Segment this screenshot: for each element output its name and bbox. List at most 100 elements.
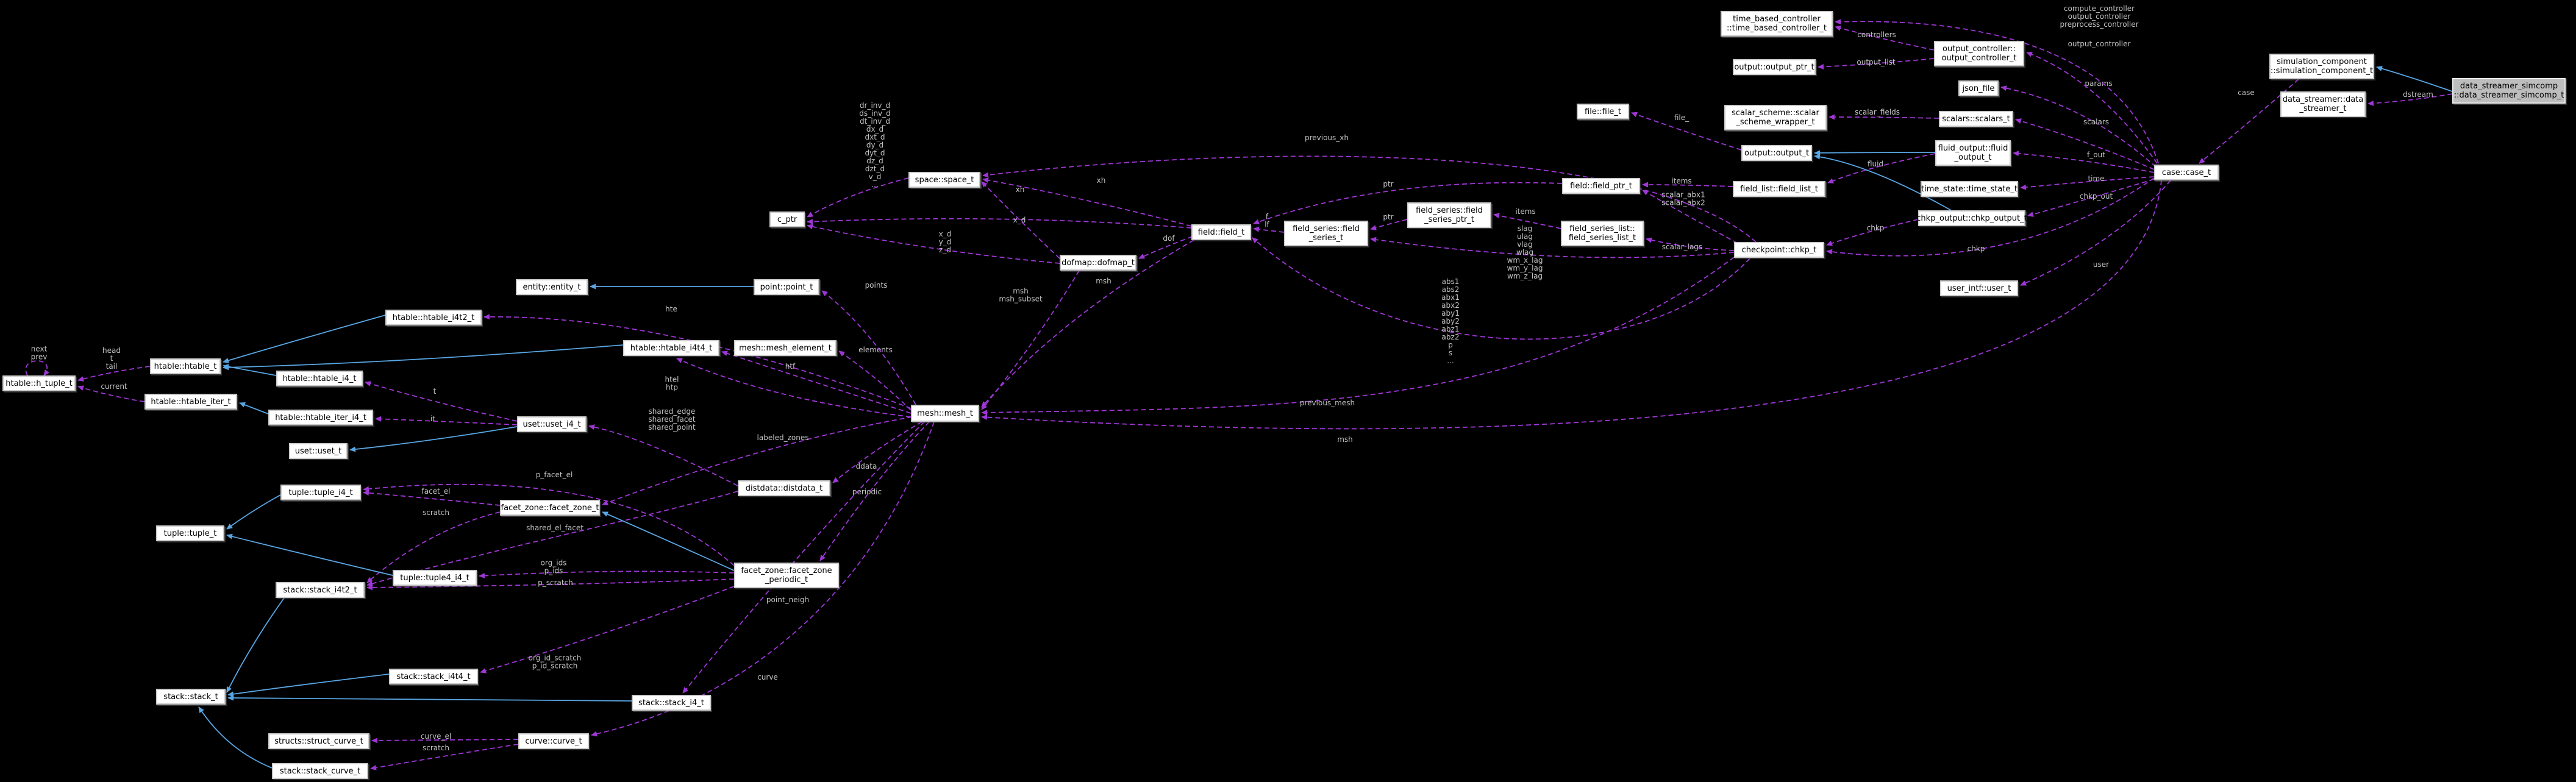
class-node-user[interactable]: user_intf::user_t — [1940, 280, 2018, 296]
class-node-fz_periodic[interactable]: facet_zone::facet_zone_periodic_t — [734, 563, 839, 588]
class-node-tbc[interactable]: time_based_controller::time_based_contro… — [1721, 11, 1833, 37]
class-node-fluidout[interactable]: fluid_output::fluid_output_t — [1935, 140, 2011, 166]
edge-label-case-chkpout: chkp_out — [2080, 192, 2113, 201]
class-node-label: stack::stack_curve_t — [279, 766, 361, 776]
class-node-tstate[interactable]: time_state::time_state_t — [1921, 181, 2018, 197]
class-node-label: _streamer_t — [2299, 104, 2347, 113]
edge-label-mesh-mesh_el: elements — [858, 346, 893, 354]
class-node-point[interactable]: point::point_t — [754, 279, 819, 295]
edge-label-case-outctrl: output_controller — [2068, 40, 2131, 48]
class-node-json[interactable]: json_file — [1958, 80, 1999, 96]
class-node-file[interactable]: file::file_t — [1577, 104, 1629, 119]
class-node-fslist[interactable]: field_series_list::field_series_list_t — [1561, 221, 1644, 246]
edge-space-to-c_ptr — [807, 177, 909, 218]
edge-case-to-scalars — [2015, 118, 2155, 170]
edge-label-case-mesh: msh — [1337, 435, 1353, 444]
class-node-label: _periodic_t — [765, 575, 808, 585]
edge-chkpout-to-output_t — [1814, 154, 1952, 211]
class-node-label: json_file — [1962, 84, 1995, 93]
class-node-fsptr[interactable]: field_series::field_series_ptr_t — [1407, 202, 1491, 228]
class-node-space[interactable]: space::space_t — [908, 172, 980, 188]
edge-label-dofmap-space: xh — [1016, 185, 1025, 194]
class-node-stack_t[interactable]: stack::stack_t — [156, 689, 226, 705]
edge-case-to-outctrl — [2026, 51, 2158, 164]
edge-fseries-to-field — [1253, 226, 1285, 233]
class-node-fseries[interactable]: field_series::field_series_t — [1284, 221, 1368, 246]
class-node-curve_t[interactable]: curve::curve_t — [518, 733, 589, 749]
edge-label-fz-stack_i4t2: scratch — [423, 508, 449, 517]
class-node-stack_i4[interactable]: stack::stack_i4_t — [632, 695, 711, 711]
class-node-fptr[interactable]: field::field_ptr_t — [1562, 178, 1640, 194]
class-node-label: field::field_ptr_t — [1570, 181, 1632, 191]
class-node-label: facet_zone::facet_zone — [741, 566, 832, 575]
class-node-tuple_i4[interactable]: tuple::tuple_i4_t — [280, 485, 361, 500]
class-node-field[interactable]: field::field_t — [1191, 224, 1251, 240]
class-node-simcomp[interactable]: simulation_component::simulation_compone… — [2269, 54, 2374, 79]
class-node-c_ptr[interactable]: c_ptr — [769, 211, 805, 227]
class-node-uset_t[interactable]: uset::uset_t — [289, 443, 348, 459]
class-node-outptr[interactable]: output::output_ptr_t — [1733, 59, 1816, 75]
class-node-dssimcomp[interactable]: data_streamer_simcomp::data_streamer_sim… — [2452, 78, 2566, 104]
class-node-h_tuple[interactable]: htable::h_tuple_t — [2, 375, 76, 391]
class-node-label: field::field_t — [1197, 227, 1245, 237]
class-node-uset_i4[interactable]: uset::uset_i4_t — [517, 416, 587, 432]
class-node-mesh_el[interactable]: mesh::mesh_element_t — [734, 340, 837, 356]
class-node-tuple_t[interactable]: tuple::tuple_t — [156, 525, 224, 541]
class-node-i4t2[interactable]: htable::htable_i4t2_t — [385, 310, 482, 325]
class-node-chkpout[interactable]: chkp_output::chkp_output_t — [1916, 210, 2027, 226]
edge-mesh-to-distdata — [832, 421, 922, 483]
class-node-label: facet_zone::facet_zone_t — [501, 503, 599, 513]
class-node-dofmap[interactable]: dofmap::dofmap_t — [1060, 255, 1136, 271]
class-node-sschem[interactable]: scalar_scheme::scalar_scheme_wrapper_t — [1724, 105, 1827, 130]
class-node-stack_i4t2[interactable]: stack::stack_i4t2_t — [276, 582, 365, 598]
class-node-case[interactable]: case::case_t — [2154, 165, 2219, 180]
class-node-htable_i4[interactable]: htable::htable_i4_t — [276, 371, 363, 386]
class-node-flist[interactable]: field_list::field_list_t — [1733, 181, 1825, 197]
class-node-scalars[interactable]: scalars::scalars_t — [1939, 111, 2013, 127]
class-node-label: field_series::field — [1293, 224, 1360, 233]
edge-dssimcomp-to-simcomp — [2376, 66, 2453, 92]
edge-chkpout-to-chkp — [1826, 219, 1919, 246]
edge-uset_i4-to-uset_t — [349, 426, 518, 452]
edge-fluidout-to-output_t — [1814, 150, 1936, 156]
class-node-distdata[interactable]: distdata::distdata_t — [738, 480, 830, 496]
class-node-chkp[interactable]: checkpoint::chkp_t — [1734, 242, 1824, 258]
class-node-htable_t[interactable]: htable::htable_t — [150, 358, 221, 374]
class-node-dstreamer[interactable]: data_streamer::data_streamer_t — [2280, 91, 2366, 117]
class-node-label: dofmap::dofmap_t — [1061, 258, 1135, 268]
class-node-label: htable::htable_t — [154, 361, 217, 371]
class-node-stack_curve[interactable]: stack::stack_curve_t — [272, 763, 368, 779]
edge-label-fz_periodic-stack_i4t2: p_scratch — [538, 578, 573, 587]
edge-stack_i4-to-stack_t — [227, 695, 632, 702]
class-node-htable_iter_i4[interactable]: htable::htable_iter_i4_t — [268, 410, 373, 425]
edge-label-fz_periodic-tuple_i4: p_facet_el — [536, 471, 573, 479]
class-node-struct_curve[interactable]: structs::struct_curve_t — [268, 733, 369, 749]
edge-fz-to-stack_i4t2 — [366, 511, 501, 583]
edge-simcomp-to-case — [2199, 79, 2299, 164]
edge-label-chkp-fslist: scalar_lags — [1662, 243, 1702, 251]
class-node-label: checkpoint::chkp_t — [1741, 245, 1817, 255]
edge-label-mesh-point: points — [865, 281, 888, 290]
class-node-mesh[interactable]: mesh::mesh_t — [911, 405, 979, 422]
class-node-htable_iter[interactable]: htable::htable_iter_t — [144, 394, 237, 410]
class-node-i4t4[interactable]: htable::htable_i4t4_t — [623, 340, 719, 356]
class-node-label: simulation_component — [2277, 57, 2367, 66]
class-node-tuple4_i4[interactable]: tuple::tuple4_i4_t — [393, 570, 477, 586]
class-node-outctrl[interactable]: output_controller::output_controller_t — [1934, 41, 2024, 66]
class-node-label: chkp_output::chkp_output_t — [1916, 213, 2027, 223]
edge-label-fsptr-fseries: ptr — [1383, 213, 1393, 221]
edge-label-field-dofmap: dof — [1163, 234, 1175, 243]
class-node-label: ::simulation_component_t — [2270, 66, 2374, 76]
class-node-entity[interactable]: entity::entity_t — [516, 279, 588, 295]
class-node-stack_i4t4[interactable]: stack::stack_i4t4_t — [389, 669, 478, 684]
class-node-label: case::case_t — [2161, 168, 2211, 177]
edge-label-case-scalars: scalars — [2083, 118, 2109, 126]
edge-label-case-fluidout: f_out — [2087, 151, 2105, 159]
edge-chkp-to-mesh — [981, 257, 1735, 416]
edge-fz_periodic-to-fz — [602, 511, 735, 571]
class-node-fz[interactable]: facet_zone::facet_zone_t — [500, 500, 600, 516]
class-node-output_t[interactable]: output::output_t — [1741, 145, 1812, 161]
